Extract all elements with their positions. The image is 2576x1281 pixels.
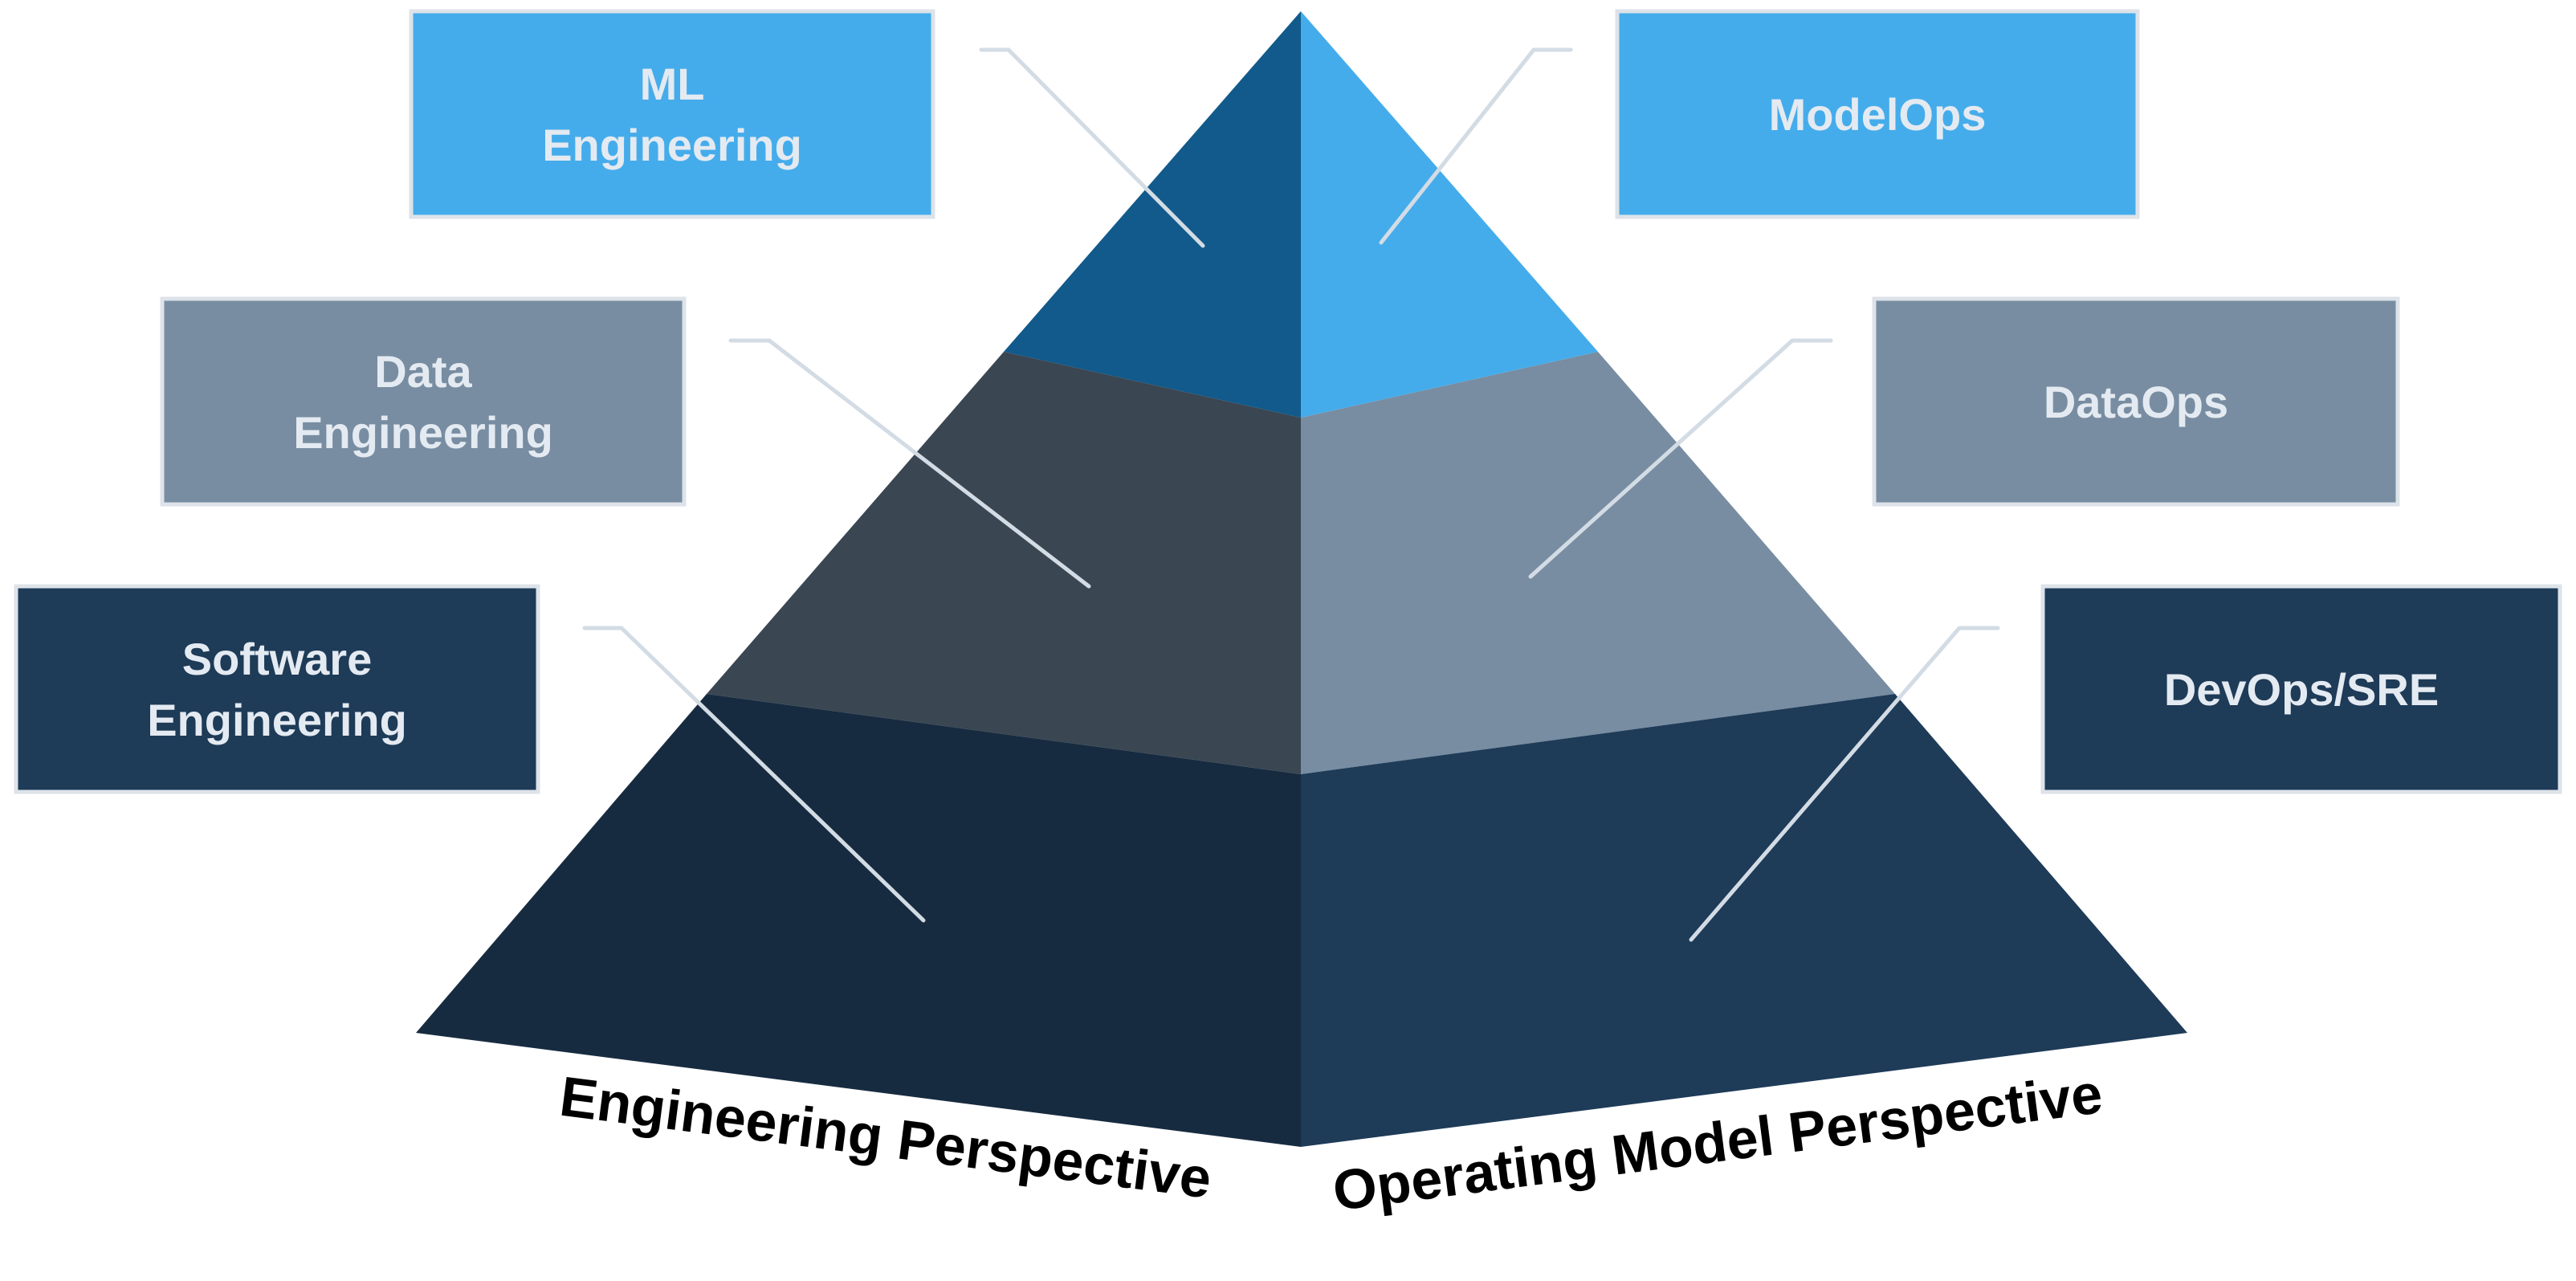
- pyramid-face-dataops: [1301, 352, 1895, 774]
- label-data-engineering-line2: Engineering: [293, 407, 553, 458]
- label-ml-engineering-line2: Engineering: [542, 120, 802, 170]
- pyramid-face-software-engineering: [416, 694, 1301, 1147]
- pyramid-face-ml-engineering: [1004, 11, 1301, 418]
- label-software-engineering-line1: Software: [182, 634, 373, 684]
- label-modelops: ModelOps: [1769, 89, 1987, 140]
- label-software-engineering-line2: Engineering: [147, 695, 407, 745]
- label-box-software-engineering: Software Engineering: [14, 584, 540, 794]
- leader-ml-engineering: [979, 47, 1205, 248]
- leader-software-engineering: [582, 626, 926, 923]
- label-box-devops-sre: DevOps/SRE: [2040, 584, 2562, 794]
- leader-modelops: [1379, 47, 1573, 245]
- pyramid: [416, 11, 2187, 1147]
- label-ml-engineering-line1: ML: [640, 59, 705, 109]
- leader-dataops: [1528, 338, 1833, 579]
- label-data-engineering-line1: Data: [374, 346, 472, 397]
- pyramid-face-devops: [1301, 694, 2187, 1147]
- left-labels: ML Engineering Data Engineering Software…: [14, 9, 935, 794]
- pyramid-face-modelops: [1301, 11, 1598, 418]
- pyramid-face-data-engineering: [707, 352, 1301, 774]
- label-box-modelops: ModelOps: [1615, 9, 2140, 219]
- label-box-dataops: DataOps: [1872, 296, 2400, 507]
- right-labels: ModelOps DataOps DevOps/SRE: [1615, 9, 2562, 794]
- leader-devops: [1689, 626, 2000, 942]
- label-devops-sre: DevOps/SRE: [2164, 664, 2439, 715]
- leader-lines: [582, 47, 2000, 942]
- leader-data-engineering: [728, 338, 1091, 589]
- label-dataops: DataOps: [2044, 377, 2228, 427]
- label-box-ml-engineering: ML Engineering: [409, 9, 935, 219]
- label-box-data-engineering: Data Engineering: [160, 296, 687, 507]
